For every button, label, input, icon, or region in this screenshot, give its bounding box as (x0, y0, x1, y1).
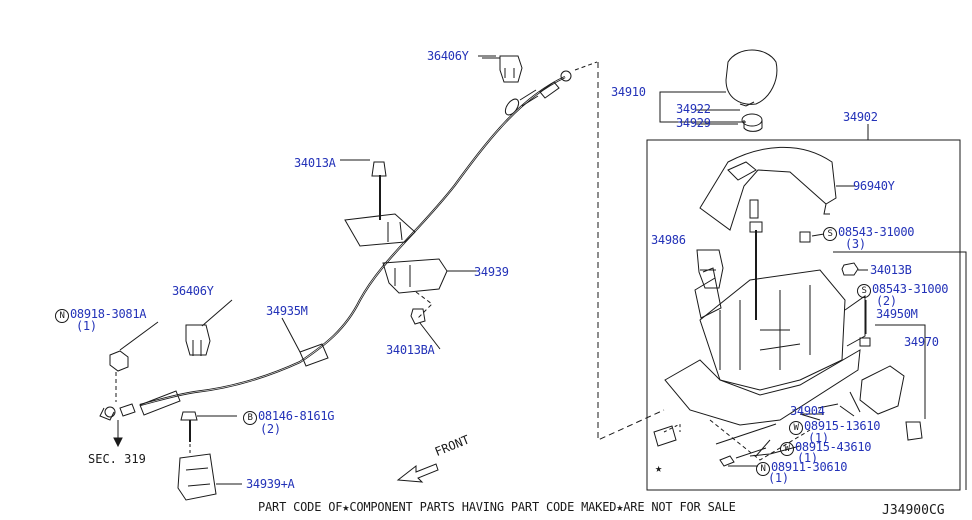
label-34935m: 34935M (266, 304, 308, 318)
bolt-08146 (180, 411, 237, 456)
slider-34986 (696, 249, 724, 289)
clip-36406y-top (482, 55, 523, 83)
front-arrow-icon (396, 463, 439, 483)
label-36406y-top: 36406Y (427, 49, 469, 63)
label-08918-qty: (1) (76, 319, 97, 333)
label-08543a-qty: (3) (845, 237, 866, 251)
label-96940y: 96940Y (853, 179, 895, 193)
boundary-dashed (597, 62, 665, 441)
leader-lines (119, 55, 821, 457)
screw-08543b (859, 300, 871, 347)
label-34970: 34970 (904, 335, 939, 349)
star-marker: ★ (655, 461, 662, 475)
label-34013b: 34013B (870, 263, 912, 277)
footer-note: PART CODE OF★COMPONENT PARTS HAVING PART… (258, 500, 736, 514)
label-36406y-left: 36406Y (172, 284, 214, 298)
indicator-cover (699, 146, 856, 231)
label-34904: 34904 (790, 404, 825, 418)
s-badge-icon: S (823, 227, 837, 241)
shifter-base (664, 221, 866, 426)
shift-knob (725, 49, 778, 132)
label-34939a: 34939+A (246, 477, 295, 491)
n-badge-icon: N (756, 462, 770, 476)
label-34910: 34910 (611, 85, 646, 99)
b-badge-icon: B (243, 411, 257, 425)
harness-34950m (817, 324, 926, 441)
s-badge-icon: S (857, 284, 871, 298)
nut-34013b (841, 262, 868, 276)
assembly-box (646, 91, 967, 491)
n-badge-icon: N (55, 309, 69, 323)
label-08915a-qty: (1) (808, 431, 829, 445)
w-badge-icon: W (780, 442, 794, 456)
label-08146-qty: (2) (260, 422, 281, 436)
label-34902: 34902 (843, 110, 878, 124)
clip-36406y-left (185, 324, 211, 356)
diagram-code: J34900CG (882, 503, 945, 518)
bracket-34939a (177, 453, 242, 501)
cable-bracket (344, 161, 416, 247)
label-34950m: 34950M (876, 307, 918, 321)
label-08543b-qty: (2) (876, 294, 897, 308)
nut-08918 (109, 350, 129, 448)
w-badge-icon: W (789, 421, 803, 435)
control-cable (99, 70, 572, 421)
label-34922: 34922 (676, 102, 711, 116)
label-08911-qty: (1) (768, 471, 789, 485)
label-34986: 34986 (651, 233, 686, 247)
label-34929: 34929 (676, 116, 711, 130)
bracket-34939 (382, 258, 477, 325)
label-34939: 34939 (474, 265, 509, 279)
label-34013ba: 34013BA (386, 343, 435, 357)
sec-reference: SEC. 319 (88, 452, 146, 466)
label-34013a: 34013A (294, 156, 336, 170)
label-08915b-qty: (1) (797, 451, 818, 465)
screw-08543a (799, 231, 825, 243)
